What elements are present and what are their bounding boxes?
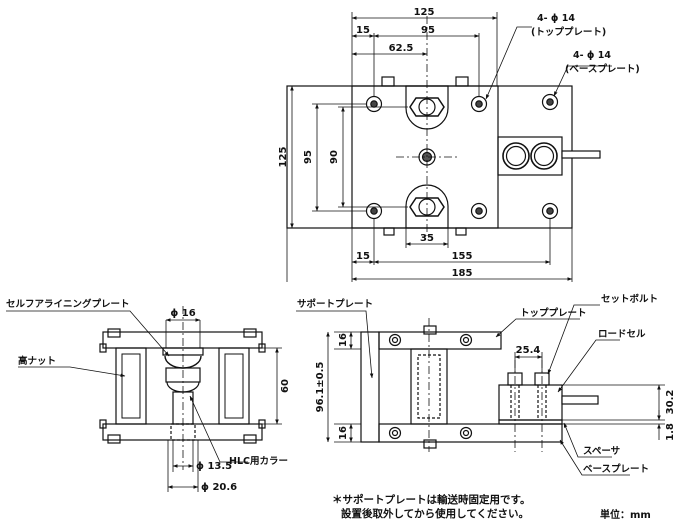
top-plate-holes [365,95,488,220]
front-view [6,306,282,492]
dim-125: 125 [414,7,435,18]
support-plate-lower [405,184,449,229]
unit-label: 単位：mm [600,510,651,521]
front-base-plate [102,423,263,441]
load-cell-label: ロードセル [598,329,646,340]
tab [383,227,395,236]
dim-15-top: 15 [356,25,370,36]
self-aligning-plate-label: セルフアライニングプレート [6,298,130,310]
support-plate-upper [405,85,449,130]
tab [381,76,395,87]
dim-16-bottom: 16 [338,426,349,440]
high-nut-right [218,347,250,425]
side-load-cell [498,384,563,421]
front-top-plate [102,331,263,349]
dim-30-2: 30.2 [665,390,676,415]
high-nut-left [115,347,147,425]
side-base-plate [378,423,563,443]
footnote-line-2: 設置後取外してから使用してください。 [341,508,530,520]
base-plate-holes-label: 4- ϕ 14 [573,50,611,61]
dim-phi-16: ϕ 16 [170,308,195,319]
dim-phi-13-5: ϕ 13.5 [196,461,232,472]
side-spacer [498,419,563,425]
front-bolts [99,328,266,444]
top-view-text: 125 15 95 62.5 125 95 90 35 15 155 185 4… [278,7,640,279]
cable [561,150,601,159]
dim-185: 185 [452,268,473,279]
base-plate-holes [541,93,559,220]
dim-15-bottom: 15 [356,251,370,262]
set-bolt-label: セットボルト [601,293,658,305]
dim-1-8: 1.8 [665,423,676,441]
dim-60: 60 [280,379,291,393]
top-plate-holes-label: 4- ϕ 14 [537,13,575,24]
dim-95-vertical: 95 [303,150,314,164]
spacer-label: スペーサ [583,446,620,457]
hex-bolt [409,97,445,117]
tab [455,76,469,87]
base-plate-holes-sublabel: (ベースプレート) [565,63,640,75]
dim-155: 155 [452,251,473,262]
dim-90-vertical: 90 [329,150,340,164]
top-plate-holes-sublabel: (トッププレート) [531,26,606,38]
side-view [296,304,665,476]
top-plate-label: トッププレート [520,307,587,319]
dim-95: 95 [421,25,435,36]
hex-bolt [409,197,445,217]
dim-16-top: 16 [338,333,349,347]
side-plate-bolts [388,325,473,449]
side-view-text: サポートプレート トッププレート セットボルト ロードセル スペーサ ベースプレ… [297,293,676,475]
dim-25-4: 25.4 [516,345,541,356]
dim-35: 35 [420,233,434,244]
dim-96-1: 96.1±0.5 [315,362,326,413]
side-support-plate [360,331,380,443]
tab [455,227,467,236]
top-view [286,12,612,282]
front-view-text: セルフアライニングプレート 高ナット HLC用カラー ϕ 16 60 ϕ 13.… [6,298,291,493]
high-nut-label: 高ナット [18,355,56,367]
dim-62-5: 62.5 [389,43,414,54]
load-cell-body [497,136,563,176]
base-plate-label: ベースプレート [583,463,649,475]
support-plate-label: サポートプレート [297,298,373,310]
hlc-collar-label: HLC用カラー [229,456,288,467]
dim-125-vertical: 125 [278,147,289,168]
footnote-line-1: ＊サポートプレートは輸送時固定用です。 [332,494,531,506]
dim-phi-20-6: ϕ 20.6 [201,482,237,493]
